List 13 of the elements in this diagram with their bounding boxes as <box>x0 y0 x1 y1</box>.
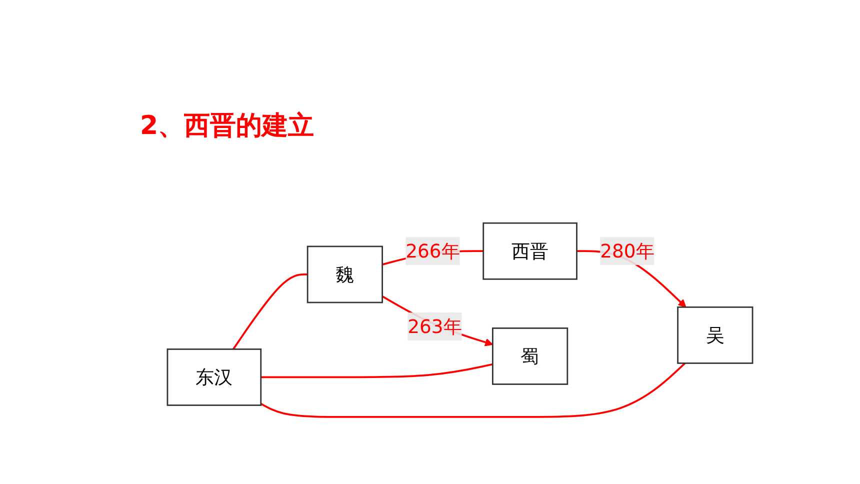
edge-label: 263年 <box>408 315 462 338</box>
node-box: 魏 <box>306 246 383 304</box>
node-box: 西晋 <box>482 222 578 280</box>
node-box: 吴 <box>677 306 754 364</box>
node-box: 东汉 <box>166 348 262 406</box>
edge-label: 280年 <box>600 240 654 262</box>
connector <box>260 363 493 378</box>
title: 2、西晋的建立 <box>140 110 314 143</box>
node-box: 蜀 <box>492 327 568 385</box>
edge-label: 266年 <box>406 240 460 262</box>
arrow <box>382 296 494 346</box>
connector <box>232 274 308 350</box>
connector <box>260 362 686 418</box>
